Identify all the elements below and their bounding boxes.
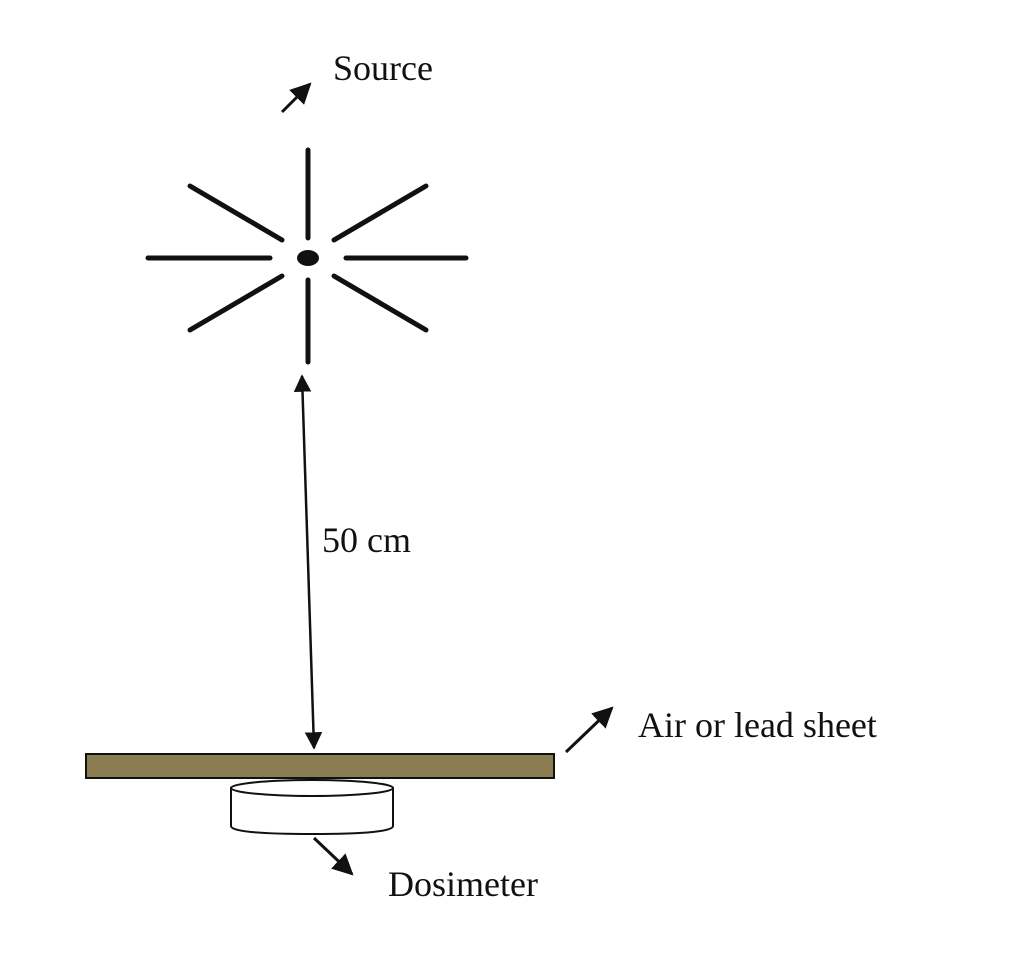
source-ray-upper-right: [331, 183, 429, 243]
dosimeter-pointer-arrow: [312, 836, 354, 876]
dosimeter-label: Dosimeter: [388, 864, 538, 904]
radiation-source-icon: [145, 147, 469, 365]
dosimeter-body: [230, 787, 394, 836]
sheet-label: Air or lead sheet: [638, 705, 877, 745]
source-ray-lower-left: [187, 273, 285, 333]
source-ray-lower-right: [331, 273, 429, 333]
source-ray-upper-left: [187, 183, 285, 243]
source-label: Source: [333, 48, 433, 88]
dosimeter-icon: [230, 779, 394, 836]
distance-arrow: [293, 374, 323, 750]
sheet-pointer-arrow: [564, 706, 614, 754]
source-center-dot: [297, 250, 319, 266]
absorber-sheet: [85, 753, 555, 779]
distance-label: 50 cm: [322, 520, 411, 560]
source-pointer-arrow: [280, 82, 312, 114]
dosimeter-top: [230, 779, 394, 797]
